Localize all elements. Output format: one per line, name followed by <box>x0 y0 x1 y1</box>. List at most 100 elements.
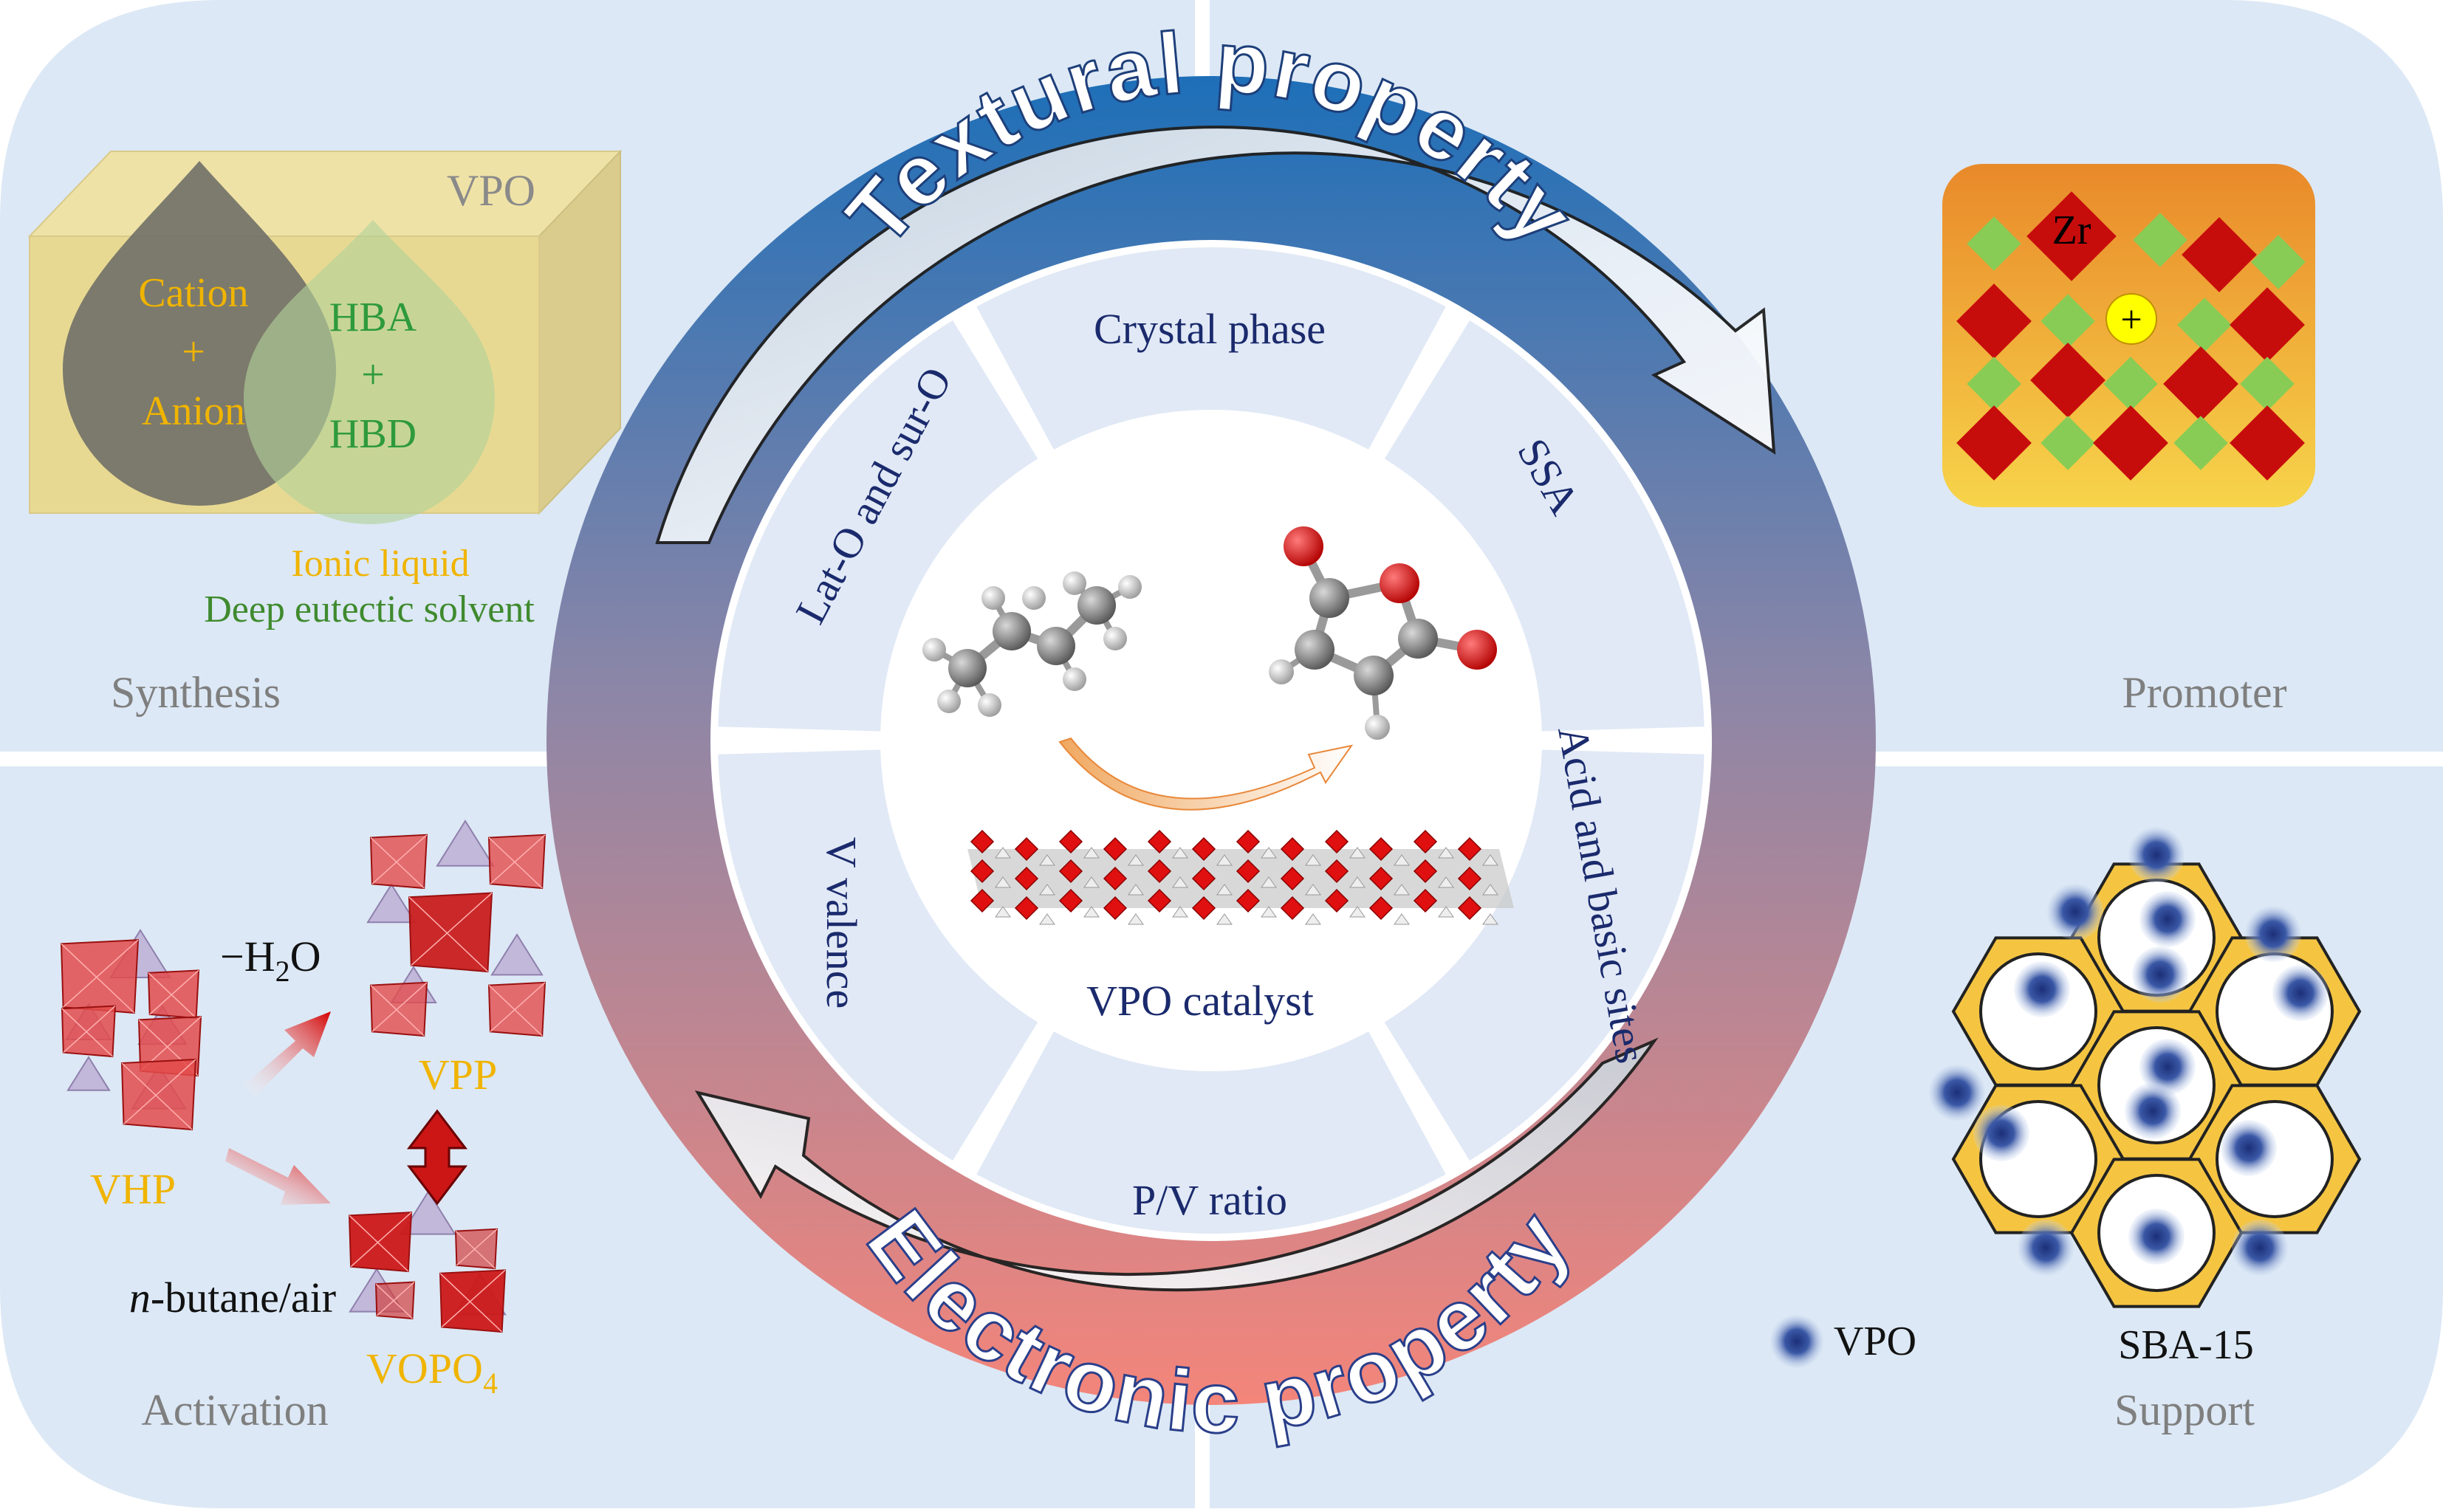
vo6-octahedron <box>1014 866 1039 891</box>
segment-0 <box>976 247 1446 450</box>
vpo-catalyst-label: VPO catalyst <box>1086 977 1314 1025</box>
po4-tetrahedron <box>1394 913 1410 925</box>
vo6-octahedron <box>970 859 995 884</box>
property-ring: Textural property Electronic property Cr… <box>546 12 1876 1453</box>
segment-label-v-valence: V valence <box>818 837 866 1008</box>
vpo-particle <box>2047 884 2103 940</box>
synthesis-quadrant: VPO Cation + Anion HBA + HBD Ionic liqui… <box>27 149 623 717</box>
vo6-octahedron <box>1147 859 1172 884</box>
carbon-atom <box>948 649 987 687</box>
segment-1 <box>1384 320 1704 732</box>
property-segments <box>718 247 1704 1234</box>
po4-tetrahedron <box>1216 913 1233 925</box>
polyhedron <box>487 981 546 1037</box>
po4-tetrahedron <box>1039 854 1055 866</box>
po4-tetrahedron <box>1349 847 1366 859</box>
po4-tetrahedron <box>1438 847 1454 859</box>
vo6-octahedron <box>1191 836 1216 862</box>
po4-tetrahedron <box>1438 876 1454 888</box>
po4-tetrahedron <box>995 906 1011 918</box>
po4-tetrahedron <box>1482 854 1498 866</box>
cation-vacancy-icon <box>2105 293 2157 345</box>
vo6-octahedron <box>1368 836 1394 862</box>
charge-label: + <box>2120 299 2142 341</box>
vpo-catalyst-slab <box>967 829 1514 925</box>
vo6-octahedron <box>1103 896 1128 921</box>
zr-site <box>2230 405 2305 481</box>
carbon-atom <box>1037 627 1075 665</box>
p-site <box>2133 213 2187 267</box>
hydrogen-atom <box>1118 575 1142 599</box>
po4-tetrahedron <box>1128 884 1144 896</box>
po4-tetrahedron <box>1394 854 1410 866</box>
promoter-title: Promoter <box>2122 668 2286 717</box>
activation-title: Activation <box>141 1386 328 1434</box>
carbon-atom <box>1295 630 1334 670</box>
vo6-octahedron <box>1014 836 1039 862</box>
po4-tetrahedron <box>1305 884 1321 896</box>
vpo-legend-label: VPO <box>1834 1319 1916 1364</box>
po4-tetrahedron <box>1261 906 1277 918</box>
p-site <box>2173 416 2228 470</box>
vpo-particle <box>1929 1065 1985 1121</box>
hydrogen-atom <box>1365 715 1390 740</box>
zr-site <box>2026 191 2117 281</box>
synthesis-title: Synthesis <box>111 668 281 717</box>
des-drop <box>244 220 495 524</box>
p-site <box>1967 216 2021 271</box>
vpo-particle <box>1973 1105 2029 1161</box>
vopo4-structure <box>348 1190 507 1333</box>
vpo-particle <box>2232 1220 2288 1276</box>
vo6-octahedron <box>1147 829 1172 854</box>
vo6-octahedron <box>1280 866 1305 891</box>
textural-arrow <box>655 126 1776 544</box>
vo6-octahedron <box>1368 896 1394 921</box>
po4-tetrahedron <box>1128 854 1144 866</box>
po4-tetrahedron <box>1172 876 1188 888</box>
zr-site <box>1956 284 2032 359</box>
zr-site <box>1956 405 2032 481</box>
p-site <box>2103 357 2158 411</box>
ionic-liquid-plus: + <box>182 329 205 375</box>
hydrogen-atom <box>981 586 1005 610</box>
vo6-octahedron <box>1368 866 1394 891</box>
vpo-particle <box>2139 1039 2196 1095</box>
vpo-particle <box>2014 961 2070 1017</box>
vo6-octahedron <box>970 829 995 854</box>
hydrogen-atom <box>1022 586 1046 610</box>
zr-site <box>2163 346 2238 422</box>
vo6-octahedron <box>1280 896 1305 921</box>
oxygen-atom <box>1457 630 1497 670</box>
polyhedron <box>374 1281 416 1320</box>
vo6-octahedron <box>1280 836 1305 862</box>
phosphate-tetrahedron <box>490 933 544 976</box>
vpo-particle <box>2139 891 2196 947</box>
vpo-box-label: VPO <box>447 166 535 215</box>
vpo-particle <box>2245 906 2301 962</box>
maleic-anhydride-molecule <box>1269 526 1497 740</box>
des-plus: + <box>361 352 385 398</box>
arrow-to-vopo4 <box>225 1148 331 1205</box>
interconversion-arrow <box>406 1109 468 1206</box>
polyhedron <box>439 1269 507 1333</box>
center-disk <box>888 417 1535 1064</box>
vo6-octahedron <box>1058 888 1083 913</box>
vo6-octahedron <box>1413 888 1438 913</box>
vhp-structure <box>60 929 202 1131</box>
hydrogen-atom <box>1103 627 1127 650</box>
vpp-structure <box>366 819 546 1037</box>
ionic-liquid-anion: Anion <box>142 388 245 434</box>
vo6-octahedron <box>1324 829 1349 854</box>
po4-tetrahedron <box>1039 913 1055 925</box>
polyhedron <box>454 1228 498 1270</box>
p-site <box>2251 235 2306 289</box>
vo6-octahedron <box>1324 859 1349 884</box>
po4-tetrahedron <box>1482 884 1498 896</box>
activation-quadrant: −H2O VHP VPP VOPO4 n-butane/air Activati… <box>60 819 546 1434</box>
segment-5 <box>718 320 1038 732</box>
vpo-particle <box>2272 965 2329 1021</box>
vpo-particle <box>2018 1220 2074 1276</box>
po4-tetrahedron <box>1349 876 1366 888</box>
ionic-liquid-cation: Cation <box>138 270 248 316</box>
